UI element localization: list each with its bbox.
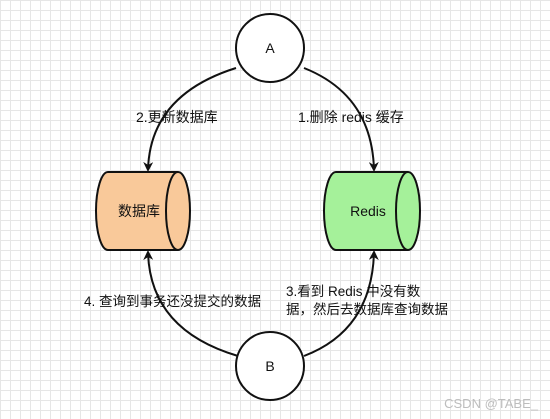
node-database: 数据库 bbox=[95, 171, 191, 251]
edge-label-redis-miss-line2: 据，然后去数据库查询数据 bbox=[286, 301, 448, 317]
edge-label-query-uncommitted: 4. 查询到事务还没提交的数据 bbox=[84, 293, 261, 309]
database-label: 数据库 bbox=[118, 203, 160, 219]
node-a-label: A bbox=[265, 40, 275, 56]
node-b-circle bbox=[235, 331, 305, 401]
edge-label-delete-redis-cache: 1.删除 redis 缓存 bbox=[298, 109, 404, 125]
node-redis: Redis bbox=[323, 171, 421, 251]
edge-b-to-redis bbox=[303, 250, 379, 357]
database-cylinder-end bbox=[165, 171, 179, 251]
edge-b-to-database bbox=[143, 250, 239, 357]
edge-a-to-redis bbox=[303, 67, 379, 172]
redis-cylinder-end bbox=[395, 171, 409, 251]
edge-label-redis-miss-line1: 3.看到 Redis 中没有数 bbox=[286, 284, 421, 299]
redis-label: Redis bbox=[350, 203, 386, 219]
node-b-label: B bbox=[265, 358, 274, 374]
edge-label-update-database: 2.更新数据库 bbox=[136, 109, 218, 125]
node-b: B bbox=[235, 331, 305, 401]
node-a-circle bbox=[235, 13, 305, 83]
watermark-text: CSDN @TABE_ bbox=[444, 396, 539, 411]
edge-a-to-database bbox=[143, 67, 237, 172]
node-a: A bbox=[235, 13, 305, 83]
